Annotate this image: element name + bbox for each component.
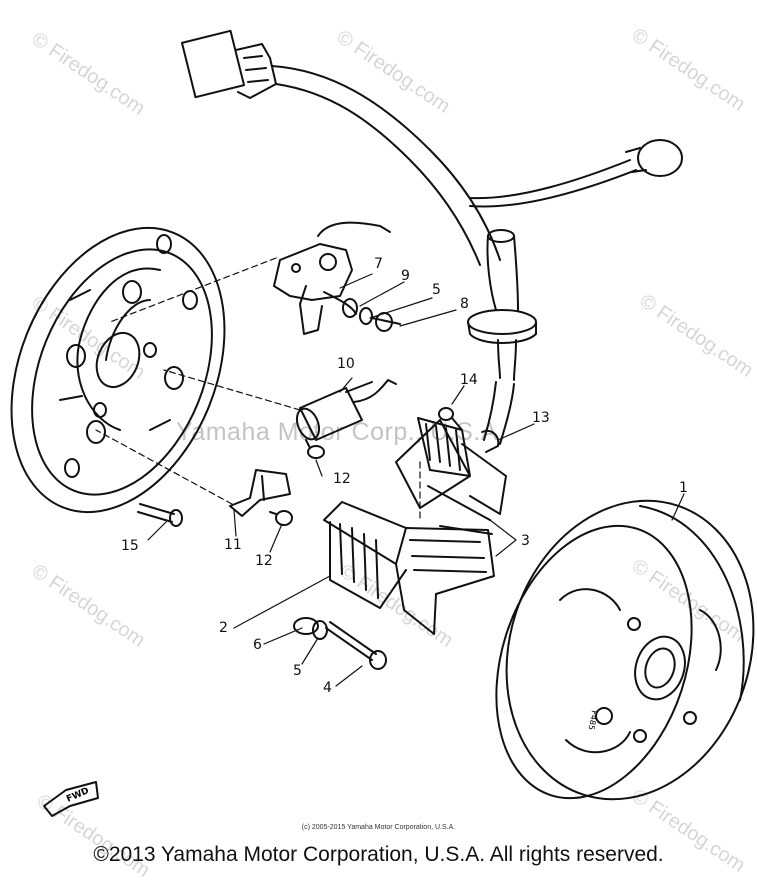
stator-base-plate: [10, 226, 226, 514]
fwd-arrow-icon: [43, 781, 99, 817]
condenser: [295, 379, 397, 441]
bracket-11: [229, 469, 291, 517]
reference-lines: [95, 257, 421, 521]
flywheel-rotor: [495, 499, 755, 801]
screw-8: [342, 298, 401, 332]
screw-12-upper: [305, 439, 325, 459]
callout-10: 10: [337, 356, 355, 372]
callout-5-upper: 5: [432, 282, 441, 298]
callout-5-lower: 5: [293, 663, 302, 679]
callout-9: 9: [401, 268, 410, 284]
screw-14: [438, 407, 463, 431]
callout-6: 6: [253, 637, 262, 653]
callout-15: 15: [121, 538, 139, 554]
center-watermark: Yamaha Motor Corp., U.S.A.: [176, 418, 506, 446]
callout-11: 11: [224, 537, 242, 553]
fine-print: (c) 2005-2015 Yamaha Motor Corporation, …: [301, 824, 456, 831]
callout-4: 4: [323, 680, 332, 696]
clamp-13: [481, 430, 500, 453]
coil-upper: [395, 417, 507, 521]
copyright-footer: ©2013 Yamaha Motor Corporation, U.S.A. A…: [93, 843, 664, 866]
leader-lines: [147, 273, 685, 687]
svg-text:F485: F485: [587, 710, 599, 731]
callout-14: 14: [460, 372, 478, 388]
callout-2: 2: [219, 620, 228, 636]
callout-12-lower: 12: [255, 553, 273, 569]
screw-15: [137, 503, 183, 527]
callout-13: 13: [532, 410, 550, 426]
callout-3: 3: [521, 533, 530, 549]
wire-harness-connector: [180, 29, 683, 266]
screw-12-lower: [269, 510, 293, 526]
callout-8: 8: [460, 296, 469, 312]
screw-4: [293, 617, 387, 670]
callout-1: 1: [679, 480, 688, 496]
callout-12-upper: 12: [333, 471, 351, 487]
coil-lower: [323, 501, 495, 635]
callout-7: 7: [374, 256, 383, 272]
